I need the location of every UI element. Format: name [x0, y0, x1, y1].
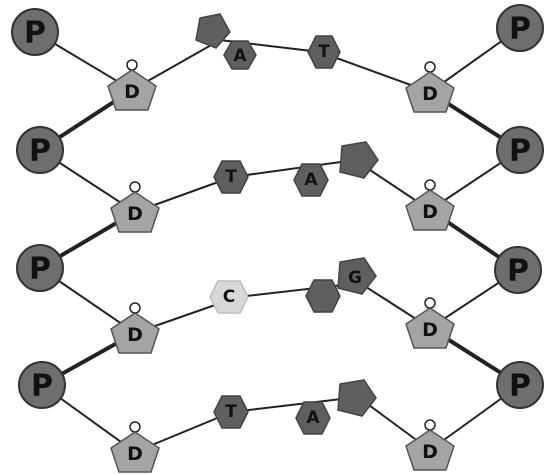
base-label-left: A: [233, 46, 247, 66]
phosphates: P P P P P P P P: [11, 4, 544, 409]
right-sugars: D D D D: [405, 61, 455, 471]
sugar-oxygen-ring: [129, 181, 141, 193]
phosphate-circle: [494, 246, 542, 294]
sugar-right-4: D: [405, 419, 455, 471]
phosphate-label: P: [509, 12, 531, 47]
base-pair-2: T A: [213, 141, 379, 197]
rung-lines: [131, 38, 431, 453]
phosphate-label: P: [31, 369, 53, 404]
phosphate-circle: [496, 361, 544, 409]
base-label-left: T: [225, 402, 237, 422]
purine-pentagon: [337, 257, 377, 295]
phosphate-left-3: P: [16, 244, 64, 292]
sugar-pentagon: [405, 429, 455, 471]
base-hexagon: [213, 160, 249, 194]
base-hexagon: [223, 40, 257, 70]
phosphate-circle: [16, 126, 64, 174]
sugar-oxygen-ring: [424, 61, 436, 73]
rung-3-line: [134, 281, 431, 334]
base-label-right: A: [306, 408, 320, 428]
sugar-pentagon: [110, 431, 160, 473]
phosphate-label: P: [24, 16, 46, 51]
sugar-label: D: [422, 201, 438, 223]
phosphate-circle: [16, 244, 64, 292]
sugar-label: D: [127, 324, 143, 346]
sugar-left-2: D: [110, 181, 160, 233]
phosphate-circle: [11, 8, 59, 56]
sugar-pentagon: [107, 69, 157, 111]
base-label-left: C: [223, 287, 235, 307]
phosphate-left-1: P: [11, 8, 59, 56]
base-hexagon: [307, 35, 341, 69]
base-label-right: T: [318, 42, 330, 62]
rung-1-line: [131, 38, 431, 93]
sugar-label: D: [422, 319, 438, 341]
phosphate-label: P: [507, 254, 529, 289]
base-hexagon: [293, 163, 329, 197]
sugar-oxygen-ring: [424, 419, 436, 431]
sugar-oxygen-ring: [126, 59, 138, 71]
phosphate-circle: [496, 126, 544, 174]
sugar-label: D: [422, 441, 438, 463]
base-label-left: T: [225, 167, 237, 187]
sugar-pentagon: [405, 71, 455, 113]
base-pair-4: T A: [213, 379, 377, 435]
bases: A T T A C G T A: [195, 13, 379, 435]
sugar-left-1: D: [107, 59, 157, 111]
phosphate-label: P: [29, 134, 51, 169]
sugar-label: D: [127, 443, 143, 465]
sugar-right-1: D: [405, 61, 455, 113]
phosphate-label: P: [509, 369, 531, 404]
phosphate-left-2: P: [16, 126, 64, 174]
sugar-pentagon: [110, 191, 160, 233]
phosphate-right-2: P: [496, 126, 544, 174]
base-hexagon: [213, 395, 249, 429]
phosphate-left-4: P: [18, 361, 66, 409]
purine-pentagon: [339, 141, 379, 179]
left-sugars: D D D D: [107, 59, 160, 473]
sugar-pentagon: [405, 307, 455, 349]
sugar-label: D: [124, 81, 140, 103]
rung-2-line: [134, 158, 431, 213]
phosphate-label: P: [509, 134, 531, 169]
sugar-right-3: D: [405, 297, 455, 349]
sugar-label: D: [127, 203, 143, 225]
phosphate-label: P: [29, 252, 51, 287]
purine-pentagon: [195, 13, 231, 49]
base-label-right: A: [304, 170, 318, 190]
sugar-oxygen-ring: [129, 302, 141, 314]
base-label-right: G: [348, 268, 362, 288]
sugar-left-3: D: [110, 302, 160, 354]
sugar-right-2: D: [405, 179, 455, 231]
base-hexagon: [295, 401, 331, 435]
sugar-oxygen-ring: [424, 179, 436, 191]
sugar-oxygen-ring: [129, 421, 141, 433]
sugar-left-4: D: [110, 421, 160, 473]
phosphate-right-4: P: [496, 361, 544, 409]
sugar-oxygen-ring: [424, 297, 436, 309]
phosphate-right-1: P: [496, 4, 544, 52]
sugar-pentagon: [110, 312, 160, 354]
base-hexagon: [305, 279, 341, 313]
phosphate-circle: [496, 4, 544, 52]
phosphate-right-3: P: [494, 246, 542, 294]
sugar-pentagon: [405, 189, 455, 231]
rung-4-line: [134, 395, 431, 453]
sugar-label: D: [422, 83, 438, 105]
base-hexagon: [209, 280, 249, 314]
purine-pentagon: [337, 379, 377, 417]
phosphate-circle: [18, 361, 66, 409]
base-pair-3: C G: [209, 257, 377, 314]
base-pair-1: A T: [195, 13, 341, 70]
